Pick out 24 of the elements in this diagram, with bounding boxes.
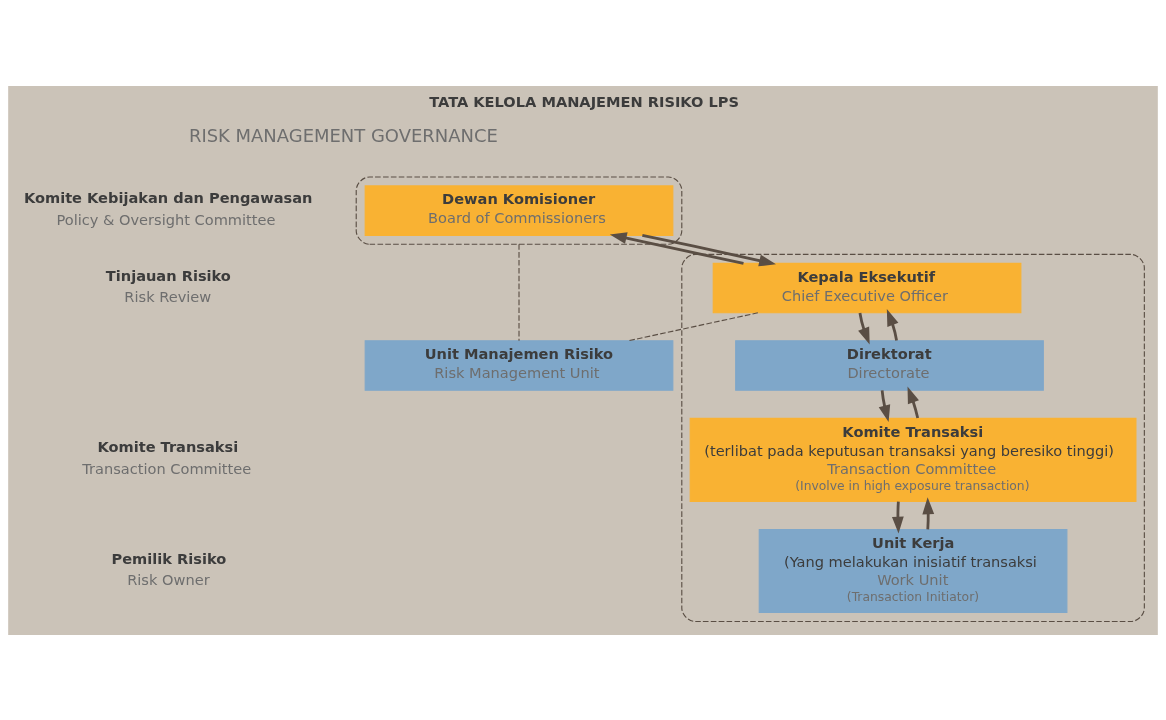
label: Komite Kebijakan dan Pengawasan (23, 188, 313, 206)
label: Pemilik Risiko (111, 549, 227, 567)
arrow (886, 308, 899, 341)
label: Transaction Committee (82, 459, 252, 477)
connector (627, 311, 759, 341)
arrow (642, 233, 776, 266)
label: Tinjauan Risiko (105, 266, 231, 284)
arrow (858, 312, 870, 344)
label: Komite Transaksi (97, 437, 239, 455)
label: Risk Review (124, 287, 212, 305)
node-box: Unit Manajemen Risiko Risk Management Unit (364, 339, 674, 391)
label: RISK MANAGEMENT GOVERNANCE (188, 124, 498, 146)
connector (518, 243, 520, 341)
node-box: Dewan Komisioner Board of Commissioners (364, 184, 674, 236)
diagram-title: TATA KELOLA MANAJEMEN RISIKO LPS (429, 92, 739, 110)
label: Risk Owner (127, 570, 210, 588)
node-box: Komite Transaksi (terlibat pada keputusan transaksi yang beresiko tinggi) Transaction Committee (Involve in high exposure transaction) (689, 417, 1137, 502)
arrow (907, 385, 920, 418)
label: Policy & Oversight Committee (56, 210, 276, 228)
node-box: Direktorat Directorate (735, 339, 1044, 391)
node-box: Unit Kerja (Yang melakukan inisiatif transaksi Work Unit (Transaction Initiator) (758, 528, 1068, 613)
node-box: Kepala Eksekutif Chief Executive Officer (712, 262, 1022, 313)
arrow (609, 231, 744, 265)
arrow (878, 389, 891, 422)
